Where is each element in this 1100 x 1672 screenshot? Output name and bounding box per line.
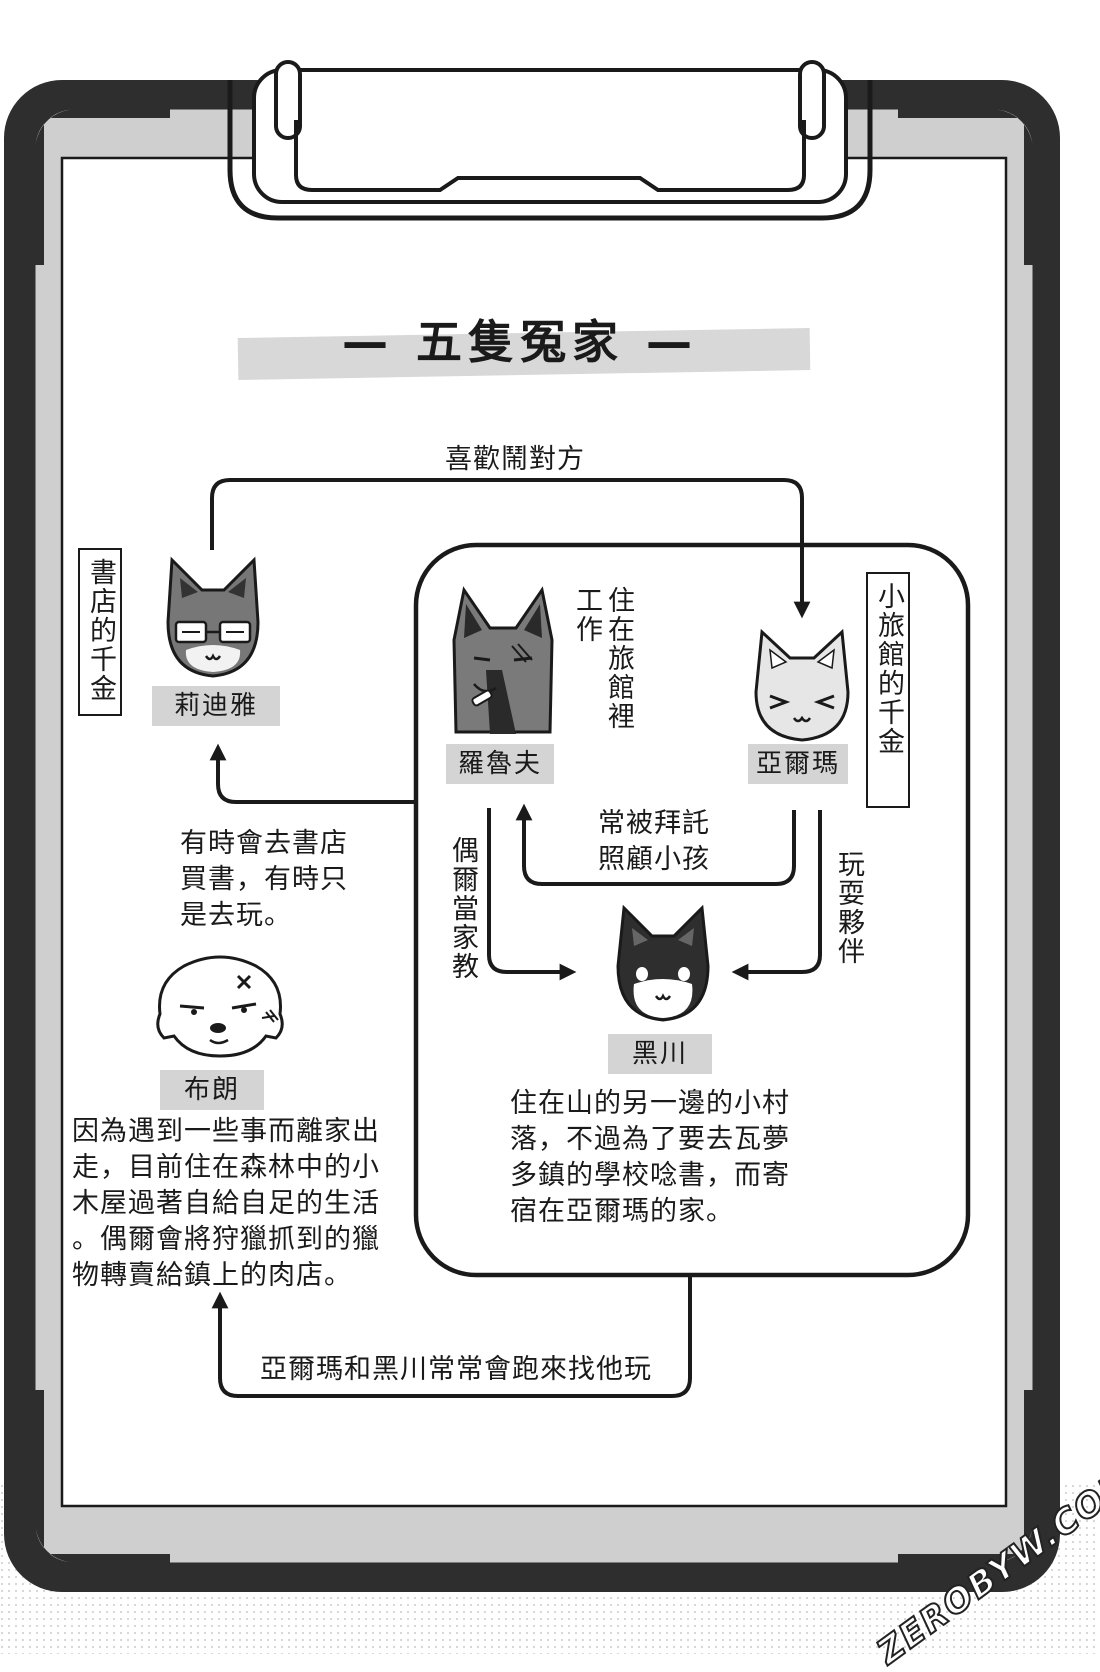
name-lidiya: 莉迪雅 [152,686,280,726]
name-brown: 布朗 [160,1070,264,1110]
desc-brown-line: 。偶爾會將狩獵抓到的獵 [72,1224,380,1255]
desc-brown-line: 物轉賣給鎮上的肉店。 [72,1260,352,1291]
name-kurokawa: 黑川 [608,1034,712,1074]
cat-face-glasses-icon [166,556,260,678]
desc-brown-line: 因為遇到一些事而離家出 [72,1116,380,1147]
name-arma: 亞爾瑪 [748,744,848,784]
arrow-luluf-to-kurokawa [487,808,577,981]
arrow-lidiya-to-arma [210,478,811,619]
label-group-lidiya-line: 有時會去書店 [180,828,348,859]
cat-face-white-icon [754,628,850,742]
label-arma-luluf-line: 照顧小孩 [598,844,710,875]
label-arma-luluf: 常被拜託 照顧小孩 [598,806,748,878]
label-group-lidiya-line: 是去玩。 [180,900,292,931]
label-arma-kurokawa: 玩耍夥伴 [833,850,864,966]
label-luluf-kurokawa: 偶爾當家教 [447,836,478,981]
tag-lidiya-box: 書店的千金 [78,548,122,716]
arrow-group-to-lidiya [209,743,416,804]
tag-lidiya: 書店的千金 [85,558,116,703]
label-group-brown: 亞爾瑪和黑川常常會跑來找他玩 [236,1352,676,1388]
label-arma-luluf-line: 常被拜託 [598,808,710,839]
desc-brown: 因為遇到一些事而離家出 走，目前住在森林中的小 木屋過著自給自足的生活 。偶爾會… [72,1114,412,1294]
desc-brown-line: 走，目前住在森林中的小 [72,1152,380,1183]
dog-face-scar-icon [452,586,554,734]
tag-luluf: 住在旅館裡工作 [571,586,634,731]
name-luluf: 羅魯夫 [446,744,554,784]
tag-arma: 小旅館的千金 [873,582,904,756]
dog-face-black-icon [616,904,710,1022]
dog-face-scruffy-icon [156,955,284,1058]
tag-arma-box: 小旅館的千金 [866,572,910,808]
page-title: — 五隻冤家 — [341,315,699,369]
label-group-lidiya: 有時會去書店 買書，有時只 是去玩。 [180,826,380,934]
label-group-lidiya-line: 買書，有時只 [180,864,348,895]
arrow-group-to-brown [211,1275,692,1398]
desc-kurokawa-line: 住在山的另一邊的小村 [510,1088,790,1119]
desc-kurokawa: 住在山的另一邊的小村 落，不過為了要去瓦夢 多鎮的學校唸書，而寄 宿在亞爾瑪的家… [510,1086,850,1230]
label-lidiya-arma: 喜歡鬧對方 [445,444,585,475]
desc-kurokawa-line: 宿在亞爾瑪的家。 [510,1196,734,1227]
desc-brown-line: 木屋過著自給自足的生活 [72,1188,380,1219]
arrow-arma-to-luluf [515,803,796,886]
desc-kurokawa-line: 多鎮的學校唸書，而寄 [510,1160,790,1191]
desc-kurokawa-line: 落，不過為了要去瓦夢 [510,1124,790,1155]
arrow-arma-to-kurokawa [731,810,822,981]
